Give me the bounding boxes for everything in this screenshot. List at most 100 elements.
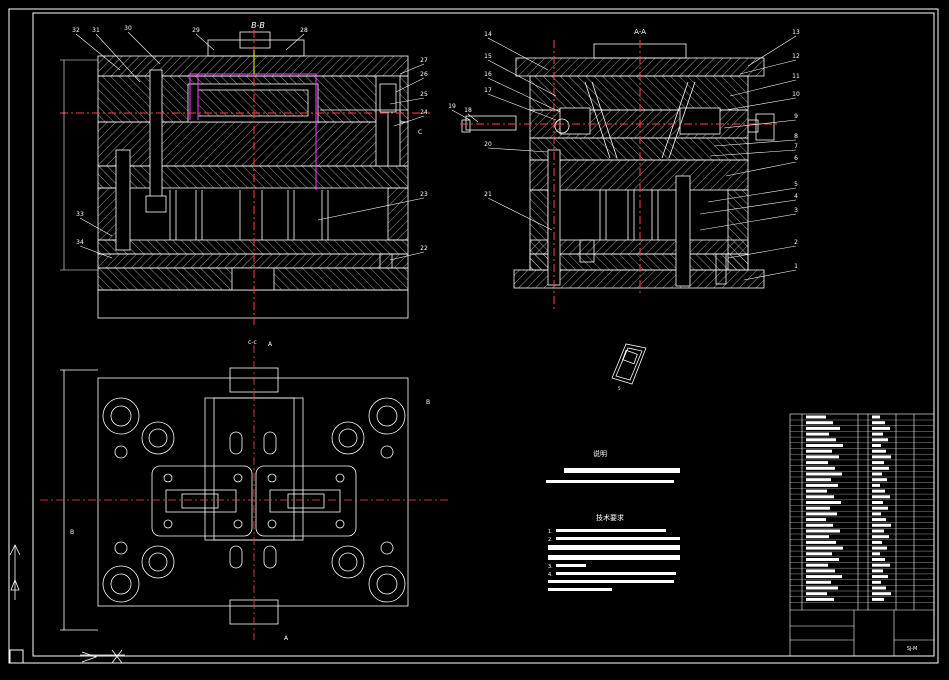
leader-text: 11 [792,73,800,80]
bom-cell-fill [872,506,888,510]
bom-cell-fill [806,546,843,550]
bom-cell-fill [872,438,888,442]
sheet-corner-box [9,649,24,664]
bom-cell-fill [872,546,887,550]
leader-label-34: 34 [76,239,113,259]
bom-cell-fill [872,426,890,430]
leader-label-10: 10 [725,91,800,111]
tech-note-2: 2. [548,537,553,543]
leader-text: 14 [484,31,492,38]
leader-text: 33 [76,211,84,218]
drawing-number: SJ-M [907,646,918,652]
leader-label-21: 21 [484,191,553,231]
leader-label-18: 18 [464,107,479,123]
leader-label-4: 4 [699,193,798,215]
bom-cell-fill [806,535,829,539]
bom-cell-fill [806,523,833,527]
leader-label-19: 19 [448,103,471,121]
leader-label-14: 14 [484,31,549,71]
notes-line-1 [564,468,680,473]
bom-cell-fill [872,472,882,476]
leader-label-11: 11 [729,73,800,97]
leader-label-28: 28 [285,27,308,51]
section-bb-dim [60,59,98,271]
leader-text: 20 [484,141,492,148]
leader-label-22: 22 [389,245,428,261]
leader-label-27: 27 [399,57,428,75]
bom-cell-fill [872,478,887,482]
bom-cell-fill [806,597,834,601]
leader-text: 21 [484,191,492,198]
bom-cell-fill [806,540,836,544]
leader-label-13: 13 [747,29,800,67]
leader-text: 7 [794,143,798,150]
leader-text: 25 [420,91,428,98]
leader-text: 26 [420,71,428,78]
bom-cell-fill [806,415,826,419]
leader-text: 12 [792,53,800,60]
bom-cell-fill [806,563,828,567]
bom-cell-fill [806,518,826,522]
bom-cell-fill [872,563,890,567]
bom-cell-fill [806,483,838,487]
bom-cell-fill [806,580,831,584]
tech-heading: 技术要求 [596,513,624,522]
leader-text: 4 [794,193,798,200]
bom-cell-fill [872,444,881,447]
bom-cell-fill [806,575,842,579]
mark-b-left: B [70,529,74,536]
leader-text: 24 [420,109,428,116]
leader-text: 27 [420,57,428,64]
leader-label-20: 20 [484,141,549,153]
leader-text: 29 [192,27,200,34]
leader-text: 15 [484,53,492,60]
tech-note-3: 3. [548,564,553,570]
leader-label-9: 9 [723,113,798,129]
bom-cell-fill [806,432,829,436]
plan-view-centerlines [40,345,450,640]
leader-text: 16 [484,71,492,78]
leader-label-25: 25 [389,91,428,105]
section-bb-highlights [60,30,430,325]
title-block [789,413,935,657]
bom-cell-fill [872,455,891,459]
bom-cell-fill [806,529,840,533]
section-cc-label: c-c [248,339,257,346]
bom-cell-fill [872,512,881,516]
bom-cell-fill [806,449,832,453]
bom-cell-fill [806,501,841,504]
section-bb-view [97,31,409,319]
mark-a-top: A [268,341,273,348]
ucs-icon [9,544,125,664]
bom-cell-fill [806,592,827,596]
leader-text: 23 [420,191,428,198]
bom-cell-fill [872,552,880,556]
leader-text: 10 [792,91,800,98]
bom-cell-fill [806,455,839,459]
leader-label-6: 6 [725,155,798,177]
leader-label-29: 29 [192,27,215,51]
leader-label-5: 5 [707,181,798,203]
leader-text: 19 [448,103,456,110]
bom-cell-fill [806,478,831,482]
bom-cell-fill [872,569,883,573]
bom-cell-fill [806,512,837,516]
tech-note-1: 1. [548,529,553,535]
section-bb-title: B-B [251,21,265,30]
bom-cell-fill [872,421,885,425]
leader-label-1: 1 [743,263,798,281]
leader-text: 32 [72,27,80,34]
bom-cell-fill [872,523,891,527]
leader-text: 18 [464,107,472,114]
bom-cell-fill [872,483,880,487]
bom-cell-fill [806,444,843,447]
mark-b-right: B [426,399,430,406]
bom-cell-fill [806,472,842,476]
leader-text: 22 [420,245,428,252]
leader-text: 6 [794,155,798,162]
tech-note-4: 4. [548,572,553,578]
bom-cell-fill [806,552,832,556]
